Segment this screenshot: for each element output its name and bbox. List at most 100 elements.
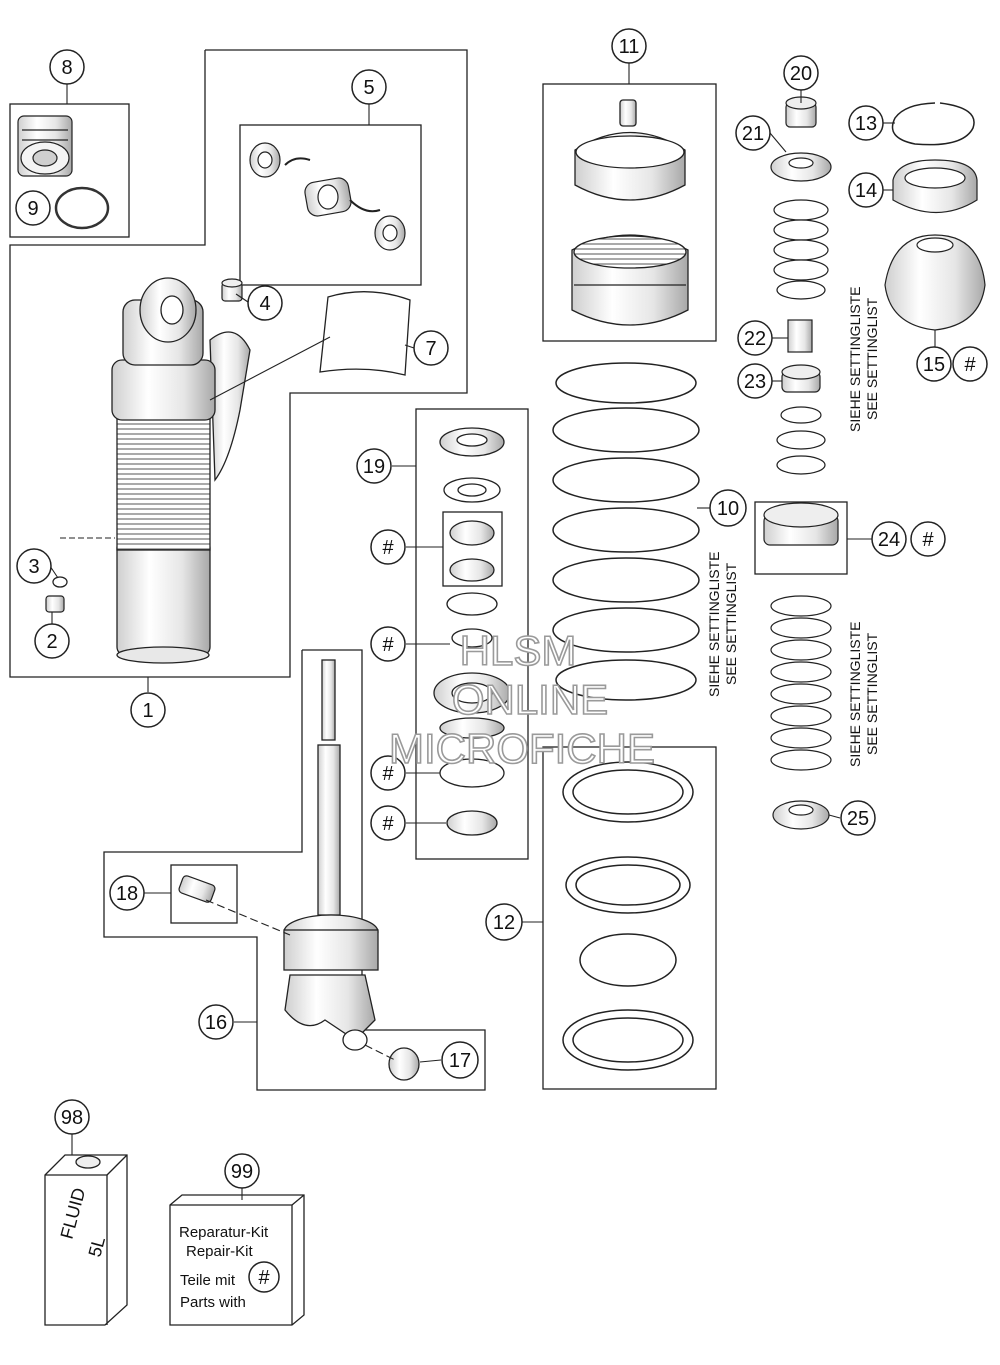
svg-text:#: # (382, 763, 394, 785)
box-item-5 (239, 124, 422, 286)
svg-text:12: 12 (493, 912, 515, 934)
svg-text:#: # (382, 537, 394, 559)
assembly-1-outline (9, 49, 468, 678)
setting-note-spring-de: SIEHE SETTINGLISTE (706, 552, 722, 697)
callout-23: 23 (737, 363, 773, 399)
washer-part-21 (770, 152, 832, 182)
callout-10: 10 (709, 489, 747, 527)
piston-part-24 (763, 502, 839, 546)
box-item-24 (754, 501, 848, 575)
callout-25: 25 (840, 800, 876, 836)
svg-text:18: 18 (116, 883, 138, 905)
svg-text:14: 14 (855, 180, 877, 202)
svg-text:98: 98 (61, 1107, 83, 1129)
repair-kit-line-2: Repair-Kit (186, 1243, 254, 1260)
shim-stack-middle (776, 406, 826, 475)
box-item-19 (415, 408, 529, 860)
fluid-can-part-98: FLUID 5L (44, 1154, 128, 1326)
callouts: 1 2 3 4 5 7 8 9 10 11 12 13 14 15 # 16 1… (15, 28, 988, 1293)
callout-5: 5 (351, 69, 387, 105)
box-item-12 (542, 746, 717, 1090)
assembly-16-outline (103, 649, 486, 1091)
callout-2: 2 (34, 623, 70, 659)
repair-kit-part-99: Reparatur-Kit Repair-Kit Teile mit Parts… (169, 1194, 305, 1326)
callout-15: 15 (916, 346, 952, 382)
callout-12: 12 (485, 903, 523, 941)
callout-18: 18 (109, 875, 145, 911)
callout-4: 4 (247, 285, 283, 321)
bump-rubber-part-15 (884, 234, 986, 331)
callout-8: 8 (49, 49, 85, 85)
washer-part-3 (52, 576, 68, 588)
piston-rod-part-16 (283, 659, 379, 1051)
repair-kit-line-4: Parts with (180, 1294, 246, 1311)
box-item-19-seal (442, 511, 503, 587)
callout-14: 14 (848, 172, 884, 208)
callout-15-hash: # (952, 346, 988, 382)
watermark-line-3: MICROFICHE (389, 725, 655, 772)
callout-1: 1 (130, 692, 166, 728)
callout-99-hash: # (248, 1261, 280, 1293)
setting-note-spring-en: SEE SETTINGLIST (723, 562, 739, 685)
box-item-8 (9, 103, 130, 238)
callout-13: 13 (848, 105, 884, 141)
svg-text:23: 23 (744, 371, 766, 393)
shock-body-part-1 (111, 277, 251, 664)
svg-text:22: 22 (744, 328, 766, 350)
svg-text:2: 2 (46, 631, 57, 653)
svg-text:99: 99 (231, 1161, 253, 1183)
repair-kit-line-1: Reparatur-Kit (179, 1224, 269, 1241)
callout-20: 20 (783, 55, 819, 91)
spacer-rings-part-12 (562, 761, 694, 1071)
callout-19-hash-c: # (370, 755, 406, 791)
spacer-part-22 (787, 319, 813, 353)
callout-16: 16 (198, 1004, 234, 1040)
svg-text:10: 10 (717, 498, 739, 520)
svg-text:4: 4 (259, 293, 270, 315)
callout-19-hash-a: # (370, 529, 406, 565)
repair-kit-line-3: Teile mit (180, 1272, 236, 1289)
callout-21: 21 (735, 115, 771, 151)
setting-note-lower-en: SEE SETTINGLIST (864, 632, 880, 755)
nut-part-23 (781, 364, 821, 393)
washer-part-25 (772, 800, 830, 830)
cap-part-14 (892, 159, 978, 214)
svg-text:17: 17 (449, 1050, 471, 1072)
svg-text:7: 7 (425, 338, 436, 360)
setting-note-lower-de: SIEHE SETTINGLISTE (847, 622, 863, 767)
box-item-18 (170, 864, 238, 924)
watermark: HLSM ONLINE MICROFICHE (388, 626, 656, 773)
svg-text:15: 15 (923, 354, 945, 376)
svg-text:3: 3 (28, 556, 39, 578)
svg-text:25: 25 (847, 808, 869, 830)
callout-98: 98 (54, 1099, 90, 1135)
callout-11: 11 (611, 28, 647, 64)
callout-24-hash: # (910, 521, 946, 557)
svg-text:11: 11 (619, 36, 640, 58)
seal-head-part-19 (433, 427, 511, 836)
callout-19-hash-b: # (370, 626, 406, 662)
setting-notes: SIEHE SETTINGLISTE SEE SETTINGLIST SIEHE… (706, 287, 880, 767)
svg-text:5: 5 (363, 77, 374, 99)
screw-part-2 (45, 595, 65, 613)
watermark-line-2: ONLINE (452, 676, 608, 723)
callout-17: 17 (441, 1041, 479, 1079)
bearing-kit-part-5 (249, 142, 406, 251)
valve-part-18 (178, 875, 216, 903)
svg-text:19: 19 (363, 456, 385, 478)
svg-text:20: 20 (790, 63, 812, 85)
shim-stack-upper (773, 199, 829, 300)
svg-text:1: 1 (142, 700, 153, 722)
svg-text:#: # (382, 813, 394, 835)
svg-text:13: 13 (855, 113, 877, 135)
adjusting-ring-part-11 (571, 99, 689, 326)
svg-text:#: # (382, 634, 394, 656)
callout-9: 9 (15, 190, 51, 226)
watermark-line-1: HLSM (460, 627, 577, 674)
shim-stack-lower (770, 595, 832, 771)
svg-text:#: # (258, 1267, 270, 1289)
circlip-part-13 (891, 102, 975, 146)
callout-24: 24 (871, 521, 907, 557)
adjuster-part-8 (17, 115, 73, 177)
setting-note-upper-en: SEE SETTINGLIST (864, 297, 880, 420)
